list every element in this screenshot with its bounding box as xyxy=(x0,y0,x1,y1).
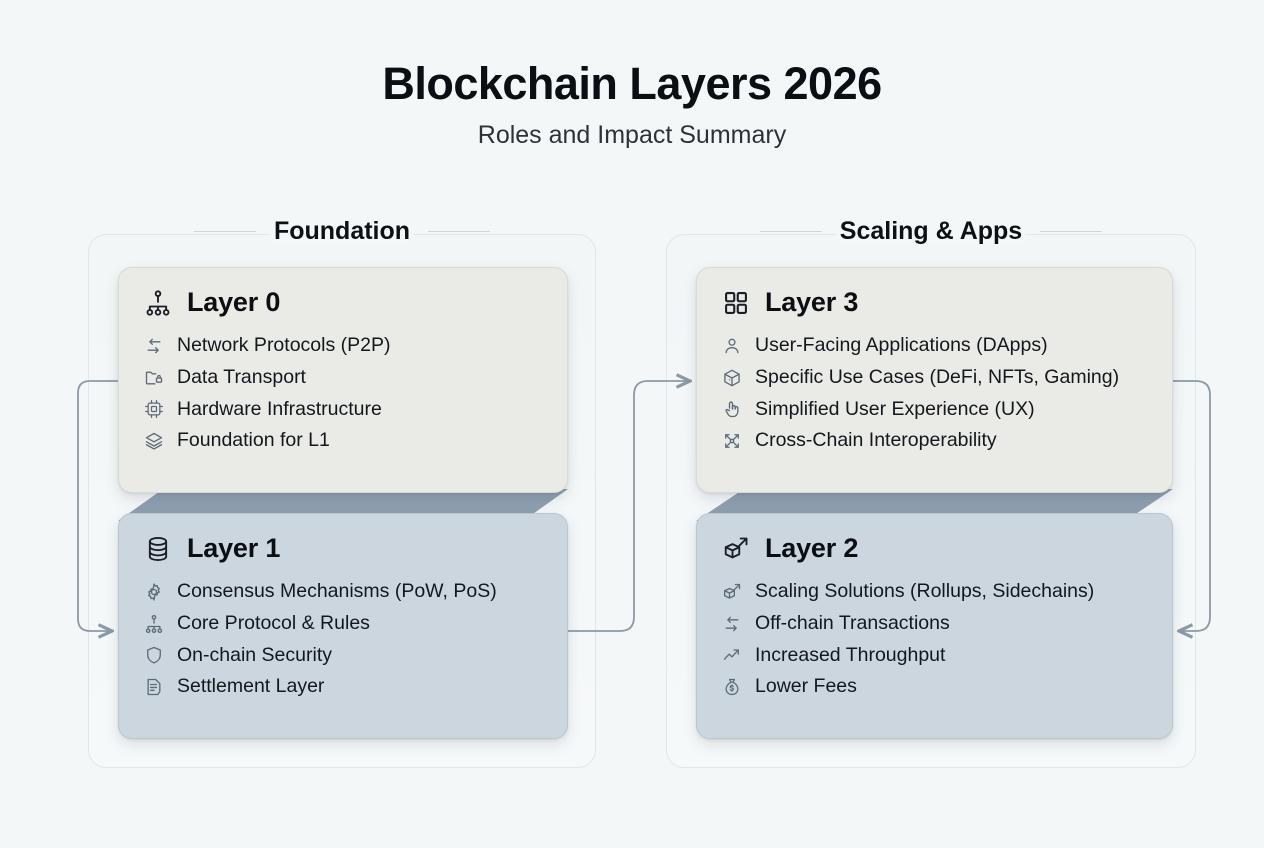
header: Blockchain Layers 2026 Roles and Impact … xyxy=(0,58,1264,150)
pointer-hand-icon xyxy=(721,399,742,420)
box-arrow-up-right-icon xyxy=(721,581,742,602)
list-item: Off-chain Transactions xyxy=(721,612,1148,636)
group-foundation-label: Foundation xyxy=(193,219,491,244)
database-icon xyxy=(143,534,173,564)
list-item: Cross-Chain Interoperability xyxy=(721,429,1148,453)
list-item-label: Network Protocols (P2P) xyxy=(177,334,391,356)
list-item-label: Data Transport xyxy=(177,365,306,388)
group-label-rule-left xyxy=(759,231,822,232)
folder-lock-icon xyxy=(143,367,164,388)
list-item-label: Off-chain Transactions xyxy=(755,611,950,634)
list-item: Network Protocols (P2P) xyxy=(143,334,543,358)
card-layer0-header: Layer 0 xyxy=(143,287,543,318)
list-item-label: On-chain Security xyxy=(177,643,332,666)
group-label-rule-right xyxy=(428,231,491,232)
list-item-label: Cross-Chain Interoperability xyxy=(755,429,997,452)
group-scaling-apps-label-text: Scaling & Apps xyxy=(835,219,1027,244)
list-item-label: Lower Fees xyxy=(755,675,857,698)
list-item-label: Simplified User Experience (UX) xyxy=(755,397,1035,420)
group-scaling-apps-label: Scaling & Apps xyxy=(759,219,1103,244)
list-item: Scaling Solutions (Rollups, Sidechains) xyxy=(721,580,1148,604)
list-item-label: Specific Use Cases (DeFi, NFTs, Gaming) xyxy=(755,365,1120,388)
document-icon xyxy=(143,677,164,698)
sitemap-icon xyxy=(143,613,164,634)
grid-squares-icon xyxy=(721,288,751,318)
card-layer3-header: Layer 3 xyxy=(721,287,1148,318)
arrows-swap-icon xyxy=(721,613,742,634)
list-item: Core Protocol & Rules xyxy=(143,612,543,636)
group-foundation-label-text: Foundation xyxy=(269,219,415,244)
list-item: Consensus Mechanisms (PoW, PoS) xyxy=(143,580,543,604)
list-item: Hardware Infrastructure xyxy=(143,398,543,422)
list-item: Specific Use Cases (DeFi, NFTs, Gaming) xyxy=(721,366,1148,390)
box-arrow-up-right-icon xyxy=(721,534,751,564)
card-layer2-bullets: Scaling Solutions (Rollups, Sidechains) … xyxy=(721,580,1148,699)
arrows-swap-icon xyxy=(143,335,164,356)
list-item-label: Foundation for L1 xyxy=(177,429,330,452)
page-subtitle: Roles and Impact Summary xyxy=(477,120,787,149)
group-label-rule-left xyxy=(193,231,256,232)
list-item-label: Hardware Infrastructure xyxy=(177,397,382,420)
list-item: Data Transport xyxy=(143,366,543,390)
cpu-chip-icon xyxy=(143,399,164,420)
list-item: Lower Fees xyxy=(721,675,1148,699)
shield-icon xyxy=(143,645,164,666)
trending-up-icon xyxy=(721,645,742,666)
layers-stack-icon xyxy=(143,431,164,452)
card-layer0[interactable]: Layer 0 Network Protocols (P2P) Da xyxy=(118,267,568,493)
card-layer0-title: Layer 0 xyxy=(187,287,281,318)
page-title: Blockchain Layers 2026 xyxy=(382,58,882,109)
list-item: User-Facing Applications (DApps) xyxy=(721,334,1148,358)
user-icon xyxy=(721,335,742,356)
list-item: On-chain Security xyxy=(143,644,543,668)
card-layer2-title: Layer 2 xyxy=(765,533,859,564)
list-item: Foundation for L1 xyxy=(143,429,543,453)
list-item: Settlement Layer xyxy=(143,675,543,699)
list-item: Simplified User Experience (UX) xyxy=(721,398,1148,422)
card-layer3-title: Layer 3 xyxy=(765,287,859,318)
group-label-rule-right xyxy=(1040,231,1103,232)
gear-icon xyxy=(143,581,164,602)
card-layer1-title: Layer 1 xyxy=(187,533,281,564)
card-layer1-bullets: Consensus Mechanisms (PoW, PoS) Core Pro… xyxy=(143,580,543,699)
list-item: Increased Throughput xyxy=(721,644,1148,668)
sitemap-icon xyxy=(143,288,173,318)
list-item-label: Consensus Mechanisms (PoW, PoS) xyxy=(177,580,497,602)
card-layer1[interactable]: Layer 1 Consensus Mechanisms (PoW, PoS) xyxy=(118,513,568,739)
card-layer2[interactable]: Layer 2 Scaling Solutions (Rollups, Side… xyxy=(696,513,1173,739)
card-layer0-bullets: Network Protocols (P2P) Data Transport xyxy=(143,334,543,453)
list-item-label: User-Facing Applications (DApps) xyxy=(755,334,1048,356)
list-item-label: Core Protocol & Rules xyxy=(177,611,370,634)
card-layer1-header: Layer 1 xyxy=(143,533,543,564)
card-layer2-header: Layer 2 xyxy=(721,533,1148,564)
card-layer3-bullets: User-Facing Applications (DApps) Specifi… xyxy=(721,334,1148,453)
expand-arrows-icon xyxy=(721,431,742,452)
list-item-label: Increased Throughput xyxy=(755,643,946,666)
list-item-label: Settlement Layer xyxy=(177,675,325,698)
card-layer3[interactable]: Layer 3 User-Facing Applications (DApps) xyxy=(696,267,1173,493)
money-bag-icon xyxy=(721,677,742,698)
list-item-label: Scaling Solutions (Rollups, Sidechains) xyxy=(755,580,1095,602)
box-3d-icon xyxy=(721,367,742,388)
